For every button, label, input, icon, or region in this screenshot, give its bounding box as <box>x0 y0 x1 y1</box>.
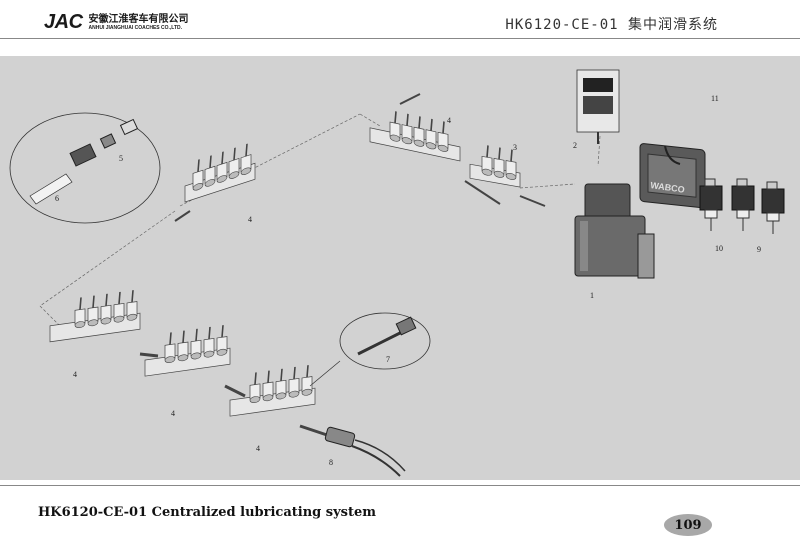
page-header: JAC 安徽江淮客车有限公司 ANHUI JIANGHUAI COACHES C… <box>0 0 800 40</box>
page-number-badge: 109 <box>664 514 712 536</box>
fitting-parts <box>29 118 139 205</box>
relay-set <box>699 178 785 234</box>
part-label-7: 7 <box>386 355 390 364</box>
distributor-small <box>469 143 521 188</box>
wabco-ecu: WABCO <box>639 143 706 209</box>
footer-divider <box>0 485 800 486</box>
distributor-lower-3 <box>229 363 316 417</box>
company-name-cn: 安徽江淮客车有限公司 <box>88 13 189 25</box>
header-divider <box>0 38 800 39</box>
figure-caption: HK6120-CE-01 Centralized lubricating sys… <box>38 505 376 520</box>
part-label-4e: 4 <box>256 444 260 453</box>
part-label-10: 10 <box>715 244 723 253</box>
part-label-4c: 4 <box>73 370 77 379</box>
distributor-top-left <box>184 141 256 203</box>
logo-mark: JAC <box>44 11 83 33</box>
dashed-connections <box>39 113 601 327</box>
connecting-tubes <box>139 352 246 398</box>
part-label-1: 1 <box>590 291 594 300</box>
part-label-11: 11 <box>711 94 719 103</box>
company-logo: JAC 安徽江淮客车有限公司 ANHUI JIANGHUAI COACHES C… <box>44 11 189 34</box>
part-label-3: 3 <box>513 143 517 152</box>
wabco-logo-text: WABCO <box>650 180 686 195</box>
part-label-4a: 4 <box>447 116 451 125</box>
part-label-4d: 4 <box>171 409 175 418</box>
callout-circle-top <box>9 112 161 224</box>
distributor-lower-1 <box>49 288 141 343</box>
part-label-6: 6 <box>55 194 59 203</box>
lubrication-pump <box>574 183 655 279</box>
document-title: HK6120-CE-01 集中润滑系统 <box>505 17 718 33</box>
callout-circle-bottom <box>339 312 431 370</box>
company-name-en: ANHUI JIANGHUAI COACHES CO.,LTD. <box>88 24 183 31</box>
fitting-7 <box>357 316 417 356</box>
hose-assembly <box>299 424 406 477</box>
part-label-8: 8 <box>329 458 333 467</box>
distributor-lower-2 <box>144 323 231 377</box>
exploded-diagram: WABCO 1 2 3 4 4 <box>0 56 800 480</box>
part-label-4b: 4 <box>248 215 252 224</box>
distributor-top-center <box>369 109 461 162</box>
part-label-9: 9 <box>757 245 761 254</box>
part-label-2: 2 <box>573 141 577 150</box>
diagram-svg: WABCO 1 2 3 4 4 <box>9 69 785 477</box>
part-label-5: 5 <box>119 154 123 163</box>
controller-unit <box>576 69 620 144</box>
